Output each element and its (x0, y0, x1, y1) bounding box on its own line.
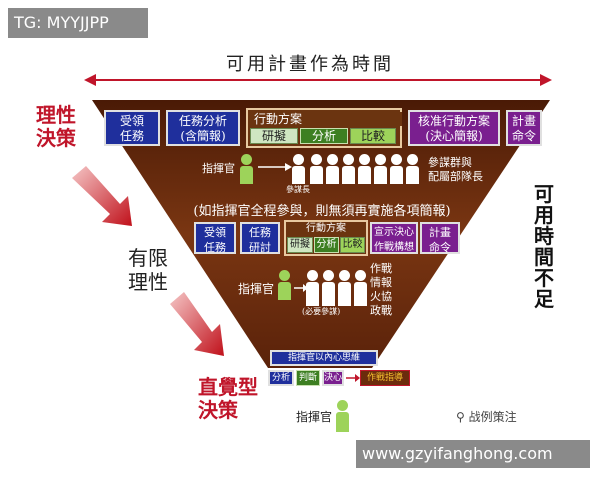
row1-analysis: 任務分析 (含簡報) (166, 110, 240, 146)
row1-coa-label: 行動方案 (250, 112, 402, 126)
row2-draft: 研擬 (287, 237, 313, 253)
label-time-short: 可用時間不足 (534, 182, 554, 311)
row2-coa-group: 行動方案 研擬 分析 比較 (284, 220, 368, 256)
row2-coa-label: 行動方案 (306, 223, 346, 234)
row2-functions: 作戰 情報 火協 政戰 (370, 262, 392, 317)
row2-analyze: 分析 (314, 237, 339, 253)
row3-commander-icon (336, 400, 349, 432)
label-limited: 有限 理性 (128, 246, 168, 294)
staff-icon (342, 154, 355, 184)
row1-receive: 受領 任務 (104, 110, 160, 146)
staff-icon (326, 154, 339, 184)
top-tag: TG: MYYJJPP (8, 8, 148, 38)
row1-draft: 研擬 (250, 128, 298, 144)
row2-decision: 宣示決心 作戰構想 (370, 222, 418, 254)
watermark: www.gzyifanghong.com (356, 440, 590, 468)
row3-direct: 作戰指導 (360, 370, 410, 386)
logo-text: 战例策注 (468, 410, 517, 424)
diagram-title: 可用計畫作為時間 (226, 54, 394, 75)
row1-commander-icon (240, 154, 253, 184)
row2-necessary-staff-label: (必要參謀) (302, 307, 341, 316)
staff-icon (406, 154, 419, 184)
brand-logo: ⚲ 战例策注 (456, 408, 517, 425)
staff-icon (390, 154, 403, 184)
row3-decide: 決心 (322, 370, 344, 386)
row2-arrow (294, 284, 308, 292)
logo-icon: ⚲ (456, 410, 465, 424)
row1-arrow (258, 163, 292, 171)
row2-receive: 受領 任務 (194, 222, 236, 254)
arrow-down-2 (170, 292, 224, 356)
necessary-staff-icon (322, 270, 335, 306)
row1-chief-label: 參謀長 (286, 185, 310, 194)
middle-note: (如指揮官全程參與，則無須再實施各項簡報) (193, 204, 451, 219)
row2-commander-icon (278, 270, 291, 300)
row1-staff-note: 參謀群與 配屬部隊長 (428, 156, 483, 183)
time-arrow (84, 74, 552, 86)
row1-commander-label: 指揮官 (202, 162, 235, 175)
row1-approve: 核准行動方案 (決心簡報) (408, 110, 500, 146)
necessary-staff-icon (306, 270, 319, 306)
row3-analyze: 分析 (268, 370, 294, 386)
row2-compare: 比較 (340, 237, 365, 253)
arrow-down-1 (72, 166, 132, 226)
label-intuitive: 直覺型 決策 (198, 375, 258, 422)
necessary-staff-icon (338, 270, 351, 306)
row1-analyze: 分析 (300, 128, 348, 144)
staff-icon (358, 154, 371, 184)
label-rational: 理性 決策 (36, 103, 76, 150)
staff-icon (374, 154, 387, 184)
row3-mental: 指揮官以內心思維 (270, 350, 378, 366)
staff-icon (310, 154, 323, 184)
row2-plan-order: 計畫 命令 (420, 222, 460, 254)
necessary-staff-icon (354, 270, 367, 306)
row1-chief-icon (292, 154, 305, 184)
row3-judge: 判斷 (296, 370, 320, 386)
row2-commander-label: 指揮官 (238, 282, 275, 296)
row1-compare: 比較 (350, 128, 396, 144)
row2-study: 任務 研討 (240, 222, 280, 254)
row1-plan-order: 計畫 命令 (506, 110, 542, 146)
row3-commander-label: 指揮官 (296, 410, 333, 424)
row1-coa-group: 行動方案 研擬 分析 比較 (246, 108, 402, 148)
row3-arrow (346, 374, 360, 382)
